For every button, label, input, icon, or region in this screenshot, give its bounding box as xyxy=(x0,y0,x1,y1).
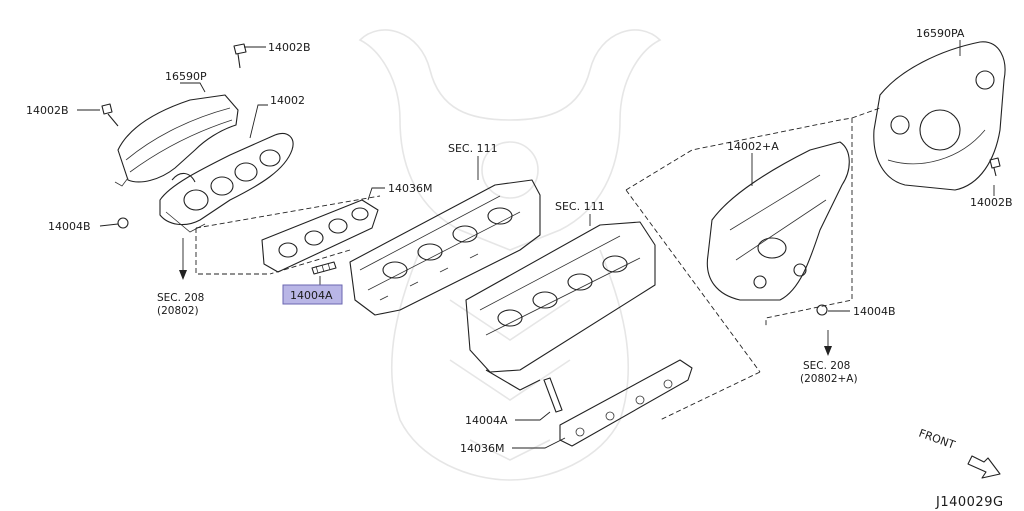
bolt-14002B-left xyxy=(101,103,119,127)
front-arrow-icon xyxy=(967,455,1001,479)
label-sec111-right: SEC. 111 xyxy=(555,200,605,213)
dashed-box-left xyxy=(195,195,381,275)
dashed-box-right xyxy=(625,107,881,421)
nut-14004B-left xyxy=(117,217,129,229)
stud-left-14004A xyxy=(311,261,337,275)
exhaust-manifold-right-14002A xyxy=(706,141,850,301)
arrow-down-right-icon xyxy=(824,346,832,356)
label-14002B-left: 14002B xyxy=(26,104,69,117)
cylinder-head-left xyxy=(349,179,541,316)
bolt-14002B-top xyxy=(233,43,247,69)
label-16590PA: 16590PA xyxy=(916,27,965,40)
label-14002A-plus: 14002+A xyxy=(727,140,779,153)
heat-shield-left-16590P xyxy=(114,94,239,187)
diagram-id-code: J140029G xyxy=(935,495,1004,510)
gasket-right-14036M xyxy=(559,359,693,447)
label-14002: 14002 xyxy=(270,94,305,107)
label-14002B-right: 14002B xyxy=(970,196,1013,209)
label-14004B-right: 14004B xyxy=(853,305,896,318)
label-14036M-bottom: 14036M xyxy=(460,442,504,455)
watermark-emblem xyxy=(358,29,662,481)
gasket-left-14036M xyxy=(261,199,379,273)
cylinder-head-right xyxy=(465,221,656,391)
label-14004A-highlight: 14004A xyxy=(290,289,333,302)
label-sec111-left: SEC. 111 xyxy=(448,142,498,155)
label-sec208-right-sub: (20802+A) xyxy=(800,373,858,385)
stud-right-14004A xyxy=(543,377,563,413)
label-16590P: 16590P xyxy=(165,70,207,83)
label-sec208-right: SEC. 208 xyxy=(803,360,850,372)
label-sec208-left: SEC. 208 xyxy=(157,292,204,304)
highlight-box-14004A xyxy=(282,284,343,305)
label-front: FRONT xyxy=(917,427,957,452)
leader-lines xyxy=(77,40,995,449)
label-14002B-top: 14002B xyxy=(268,41,311,54)
arrow-down-left-icon xyxy=(179,270,187,280)
label-sec208-left-sub: (20802) xyxy=(157,305,199,317)
label-14036M-top: 14036M xyxy=(388,182,432,195)
exhaust-manifold-left-14002 xyxy=(159,132,294,233)
label-14004A-bottom: 14004A xyxy=(465,414,508,427)
heat-shield-right-16590PA xyxy=(873,41,1006,191)
bolt-14002B-right xyxy=(989,157,1001,177)
label-14004B-left: 14004B xyxy=(48,220,91,233)
nut-14004B-right xyxy=(816,304,828,316)
